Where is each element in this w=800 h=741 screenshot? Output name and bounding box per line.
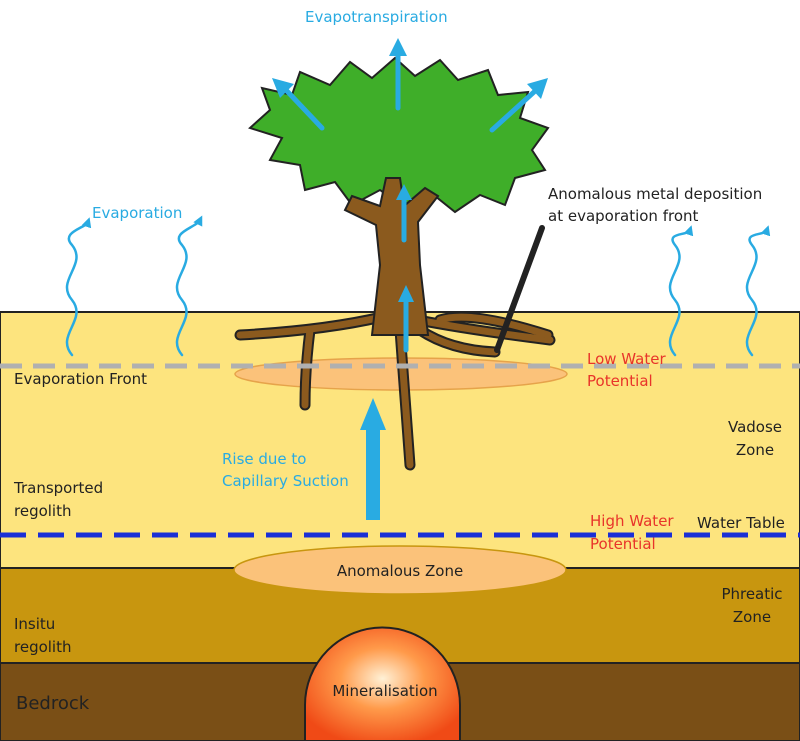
vadose-zone-label-line2: Zone — [735, 441, 775, 459]
capillary-rise-arrow — [360, 398, 386, 520]
tree-trunk — [343, 177, 440, 336]
anomalous-zone-label: Anomalous Zone — [336, 562, 464, 580]
high-water-label-line1: High Water — [590, 512, 674, 530]
insitu-regolith-label-line1: Insitu — [14, 615, 56, 633]
evaporation-label: Evaporation — [92, 204, 183, 222]
phreatic-zone-label-line1: Phreatic — [721, 585, 783, 603]
phreatic-zone-label-line2: Zone — [732, 608, 772, 626]
bedrock-label: Bedrock — [16, 693, 90, 714]
evaporation-front-label: Evaporation Front — [14, 370, 148, 388]
mineralisation-body — [304, 626, 461, 741]
metal-deposition-label-line1: Anomalous metal deposition — [548, 185, 763, 203]
deposition-pointer — [494, 225, 545, 353]
capillary-rise-label-line2: Capillary Suction — [222, 472, 349, 490]
low-water-label-line2: Potential — [587, 372, 653, 390]
low-water-label-line1: Low Water — [587, 350, 666, 368]
transported-regolith-label-line2: regolith — [14, 502, 72, 520]
capillary-rise-label-line1: Rise due to — [222, 450, 307, 468]
tree-crown — [248, 56, 550, 214]
water-table-label: Water Table — [697, 514, 785, 532]
transported-regolith-label-line1: Transported — [14, 479, 104, 497]
vadose-zone-label-line1: Vadose — [727, 418, 783, 436]
insitu-regolith-label-line2: regolith — [14, 638, 72, 656]
mineralisation-label: Mineralisation — [332, 682, 438, 700]
evapotranspiration-arrows — [272, 38, 548, 353]
metal-deposition-label-line2: at evaporation front — [548, 207, 699, 225]
anomalous-zone-ellipse — [233, 545, 567, 595]
high-water-label-line2: Potential — [590, 535, 656, 553]
evaporation-wavy-arrows — [65, 215, 771, 357]
evapotranspiration-label: Evapotranspiration — [305, 8, 448, 26]
